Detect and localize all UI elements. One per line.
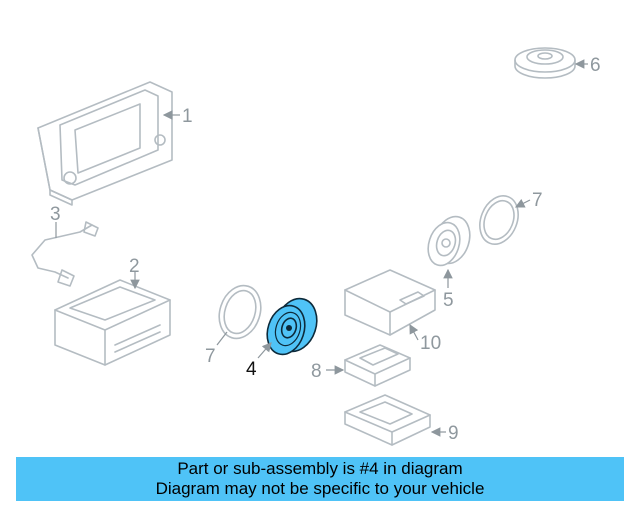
part-7-seal-ring-right: 7 [479,190,543,245]
callout-7-right: 7 [532,190,543,211]
caption-banner: Part or sub-assembly is #4 in diagram Di… [16,457,624,501]
part-9-frame: 9 [344,394,459,446]
callout-4: 4 [246,359,257,380]
callout-3: 3 [50,204,61,225]
part-4-speaker: 4 [246,297,318,380]
part-6-subwoofer: 6 [514,47,601,79]
part-3-cable: 3 [31,204,99,287]
part-8-bracket: 8 [311,344,411,387]
part-5-speaker: 5 [427,215,471,311]
part-10-module: 10 [344,269,441,354]
callout-1: 1 [182,106,193,127]
part-7-seal-ring-left: 7 [205,284,262,367]
callout-9: 9 [448,423,459,444]
callout-6: 6 [590,55,601,76]
callout-10: 10 [420,333,441,354]
callout-7-left: 7 [205,346,216,367]
caption-line-1: Part or sub-assembly is #4 in diagram [177,459,463,478]
callout-8: 8 [311,361,322,382]
callout-2: 2 [129,256,140,277]
callout-5: 5 [443,290,454,311]
part-1-head-unit: 1 [37,81,193,206]
part-2-media-unit: 2 [54,256,171,366]
caption-line-2: Diagram may not be specific to your vehi… [155,479,485,498]
